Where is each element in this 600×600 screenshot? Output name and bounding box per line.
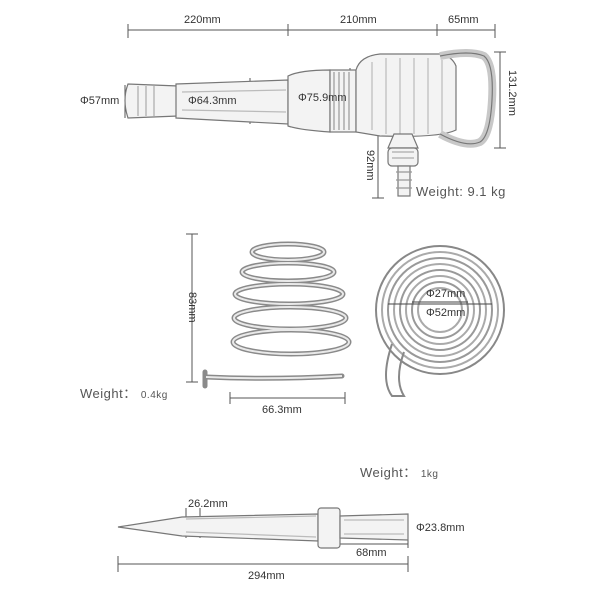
chisel-weight: Weight： 1kg <box>360 465 439 481</box>
spring-outer-diameter: Φ52mm <box>426 307 466 319</box>
hammer-dim-handle-length: 65mm <box>448 14 479 26</box>
spring-top-coils <box>375 245 505 397</box>
hammer-valve-height: 92mm <box>364 150 376 181</box>
hammer-tip-diameter: Φ57mm <box>80 95 120 107</box>
hammer-weight: Weight: 9.1 kg <box>416 184 506 199</box>
chisel-weight-label: Weight： <box>360 465 417 480</box>
hammer-weight-value: 9.1 kg <box>467 184 506 199</box>
chisel-total-length: 294mm <box>248 570 285 582</box>
spring-weight-label: Weight： <box>80 386 137 401</box>
spring-height: 83mm <box>186 292 198 323</box>
hammer-collar-diameter: Φ75.9mm <box>298 92 347 104</box>
spring-side-highlight <box>205 243 350 380</box>
chisel-tip-diameter: 26.2mm <box>188 498 228 510</box>
spring-weight-value: 0.4kg <box>140 390 168 401</box>
hammer-height: 131.2mm <box>506 70 518 116</box>
chisel-outline <box>117 507 409 549</box>
hammer-barrel-diameter: Φ64.3mm <box>188 95 237 107</box>
chisel-shank-length: 68mm <box>356 547 387 559</box>
spring-inner-diameter: Φ27mm <box>426 288 466 300</box>
spring-dimension-lines <box>186 233 346 404</box>
hammer-outline <box>124 49 497 197</box>
spring-top-dimension-lines <box>388 301 492 305</box>
spring-weight: Weight： 0.4kg <box>80 386 168 402</box>
spring-side-coils <box>202 241 352 389</box>
hammer-dim-body-length: 220mm <box>184 14 221 26</box>
hammer-dim-mid-length: 210mm <box>340 14 377 26</box>
chisel-weight-value: 1kg <box>420 469 439 480</box>
spring-width: 66.3mm <box>262 404 302 416</box>
hammer-weight-label: Weight: <box>416 184 464 199</box>
chisel-shank-diameter: Φ23.8mm <box>416 522 465 534</box>
